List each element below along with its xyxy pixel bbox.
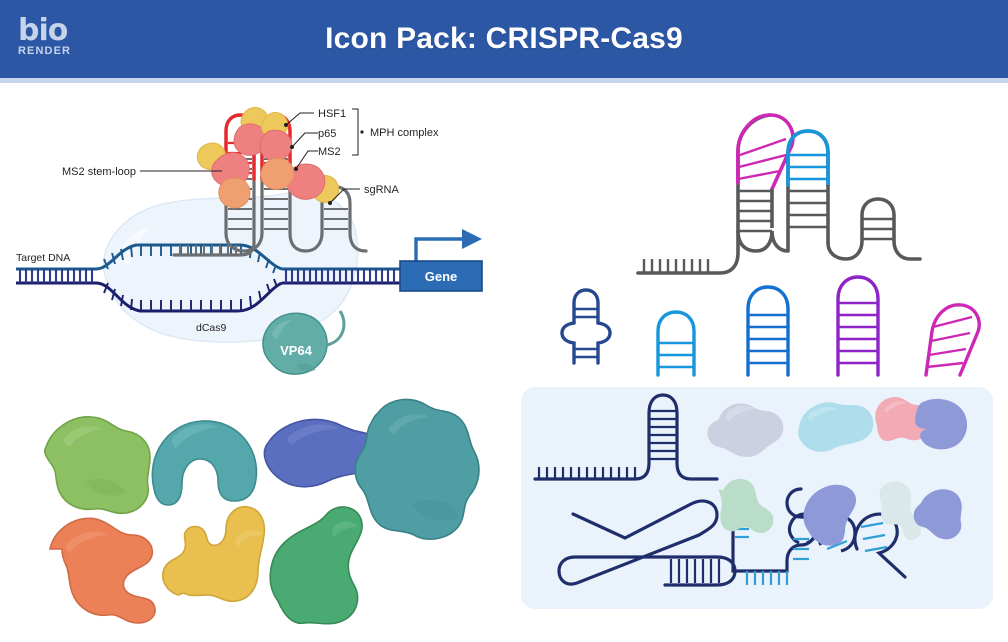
logo-wordmark-render: RENDER [18, 45, 72, 57]
hairpin-with-tail-icon [533, 393, 719, 481]
blob-pale-ice [879, 481, 921, 541]
canvas-stage: VP64 Gene [0, 83, 1008, 642]
tss-arrow-head [462, 229, 482, 249]
stem-loop-cyan-icon [656, 310, 696, 377]
vp64-linker [326, 310, 346, 347]
blob-horseshoe-teal [151, 420, 258, 506]
protein-blob-panel [20, 383, 500, 625]
blob-mint [718, 478, 774, 533]
page-header [0, 0, 1008, 78]
tss-arrow-line [414, 237, 468, 263]
dcas9-blob [102, 191, 359, 343]
blob-pale-cyan [798, 402, 874, 452]
page-title: Icon Pack: CRISPR-Cas9 [325, 22, 683, 55]
blob-green [44, 416, 151, 515]
rna-scaffold-panel [620, 93, 1008, 383]
label-mph-complex: MPH complex [370, 127, 439, 139]
label-ms2: MS2 [318, 146, 341, 158]
logo-wordmark-bio: bio [18, 13, 68, 48]
stem-loop-navy-panel [552, 287, 622, 367]
biorender-logo: bio RENDER [18, 13, 98, 64]
folded-rna-duplex-icon [557, 499, 737, 587]
label-target-dna: Target DNA [16, 252, 70, 264]
vp64-label: VP64 [280, 343, 313, 358]
diagram-callouts [140, 108, 364, 205]
label-sgrna: sgRNA [364, 184, 400, 196]
gene-box [399, 260, 483, 292]
stem-loop-purple-icon [836, 275, 880, 377]
label-p65: p65 [318, 128, 336, 140]
mph-complex-left [196, 107, 269, 209]
blob-orange [49, 517, 156, 624]
gene-label: Gene [425, 269, 458, 284]
blob-large-teal [354, 398, 480, 540]
blob-lavender-grey [707, 403, 784, 457]
label-ms2-stem-loop: MS2 stem-loop [62, 166, 136, 178]
sgrna-full-scaffold-icon [636, 113, 922, 275]
stem-loop-magenta-icon [924, 303, 981, 377]
stem-loop-blue-icon [746, 285, 790, 377]
blob-periwinkle-round [913, 489, 962, 540]
label-hsf1: HSF1 [318, 108, 346, 120]
label-dcas9: dCas9 [196, 322, 227, 334]
vp64-blob: VP64 [262, 312, 328, 375]
gene-box-group: Gene [399, 229, 483, 292]
blob-periwinkle-bean [803, 484, 857, 546]
blob-yellow [162, 505, 266, 603]
mph-complex-proteins [196, 107, 340, 209]
mph-complex-right [259, 112, 340, 203]
blob-periwinkle-c [915, 398, 968, 450]
bottom-rna-panel [521, 387, 993, 609]
stem-loop-navy-icon [560, 288, 612, 365]
crispr-diagram-panel: VP64 Gene [0, 83, 510, 393]
header-underline [0, 78, 1008, 83]
blob-kidney-green [269, 506, 363, 625]
